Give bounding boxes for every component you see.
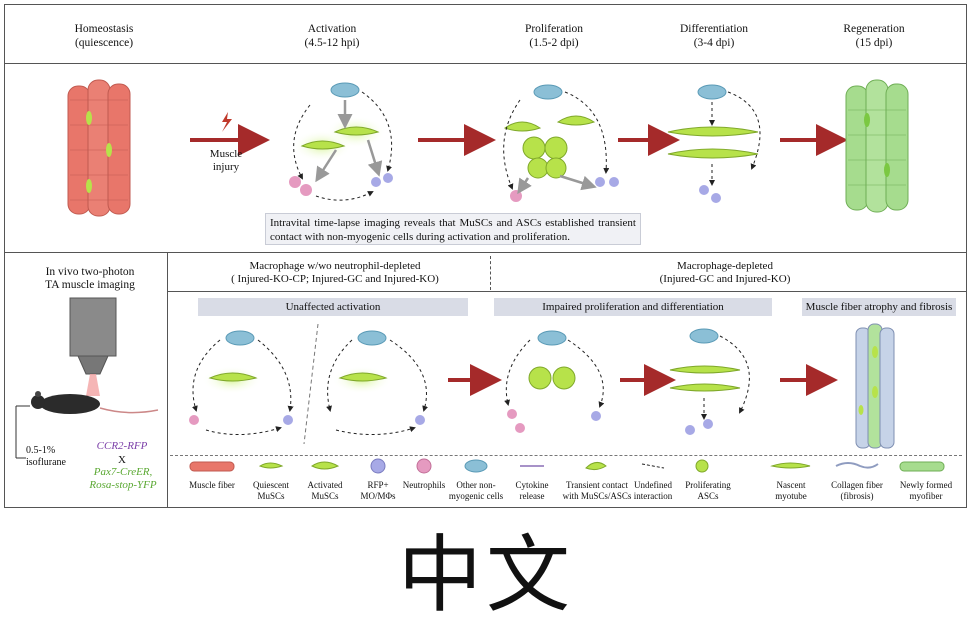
legend-label: Transient contact with MuSCs/ASCs [562, 480, 632, 501]
stage-time: (3-4 dpi) [693, 37, 735, 49]
fibrotic-muscle-bundle [855, 323, 895, 449]
banner-impaired-proliferation: Impaired proliferation and differentiati… [494, 298, 772, 316]
middle-divider [4, 252, 967, 253]
stage-name: Regeneration [843, 23, 905, 35]
panel-dashed-divider [303, 323, 319, 445]
figure-frame [4, 4, 967, 508]
group-divider [167, 291, 967, 292]
mouse-icon [40, 394, 100, 414]
legend-nascent-myotube-icon [770, 462, 811, 469]
bottom-left-title: In vivo two-photon TA muscle imaging [45, 266, 135, 291]
stage-regeneration: Regeneration (15 dpi) [814, 22, 934, 50]
genotype-ccr2: CCR2-RFP [96, 440, 148, 452]
group-dashed-separator [490, 256, 491, 290]
legend-label: Muscle fiber [189, 480, 235, 490]
legend-label: Newly formed myofiber [899, 480, 953, 501]
stage-proliferation: Proliferation (1.5-2 dpi) [494, 22, 614, 50]
stage-activation: Activation (4.5-12 hpi) [272, 22, 392, 50]
differentiation-cluster [667, 84, 761, 203]
legend-transient-contact-icon [585, 462, 607, 471]
activation-cluster-a [189, 330, 294, 436]
legend-label: Quiescent MuSCs [253, 480, 289, 501]
banner-unaffected-activation: Unaffected activation [198, 298, 468, 316]
legend-collagen-fiber-icon [835, 462, 879, 469]
genotype-cross: X [118, 454, 126, 466]
legend-label: Undefined interaction [633, 480, 673, 501]
legend-muscle-fiber-icon [189, 461, 235, 472]
stage-differentiation: Differentiation (3-4 dpi) [654, 22, 774, 50]
isoflurane-label: 0.5-1% isoflurane [26, 445, 66, 468]
legend-neutrophil-icon [416, 458, 432, 474]
legend-quiescent-musc-icon [258, 462, 284, 469]
bottom-left-divider [167, 252, 168, 508]
muscle-bundle-green [845, 79, 909, 213]
legend-new-myofiber-icon [899, 461, 945, 472]
stage-name: Activation [307, 23, 357, 35]
muscle-bundle-red [67, 79, 131, 217]
proliferation-cluster [503, 84, 619, 202]
legend-proliferating-asc-icon [695, 459, 709, 473]
differentiation-cluster-impaired [669, 328, 750, 435]
injury-label: Muscle injury [209, 148, 243, 173]
stage-time: (15 dpi) [855, 37, 893, 49]
legend-label: Neutrophils [402, 480, 446, 490]
proliferation-cluster-impaired [504, 330, 605, 433]
stage-name: Homeostasis [74, 23, 134, 35]
legend-undefined-interaction-icon [641, 463, 665, 469]
genotype-pax7: Pax7-CreER, Rosa-stop-YFP [89, 466, 157, 491]
activation-cluster [289, 82, 393, 201]
legend-label: Collagen fiber (fibrosis) [831, 480, 883, 501]
legend-activated-musc-icon [311, 461, 340, 470]
legend-dashed-separator [170, 455, 962, 456]
legend-label: RFP+ MO/MΦs [360, 480, 396, 501]
legend-label: Other non- myogenic cells [448, 480, 504, 501]
group-label-2: Macrophage-depleted (Injured-GC and Inju… [659, 260, 791, 285]
legend-other-cell-icon [464, 459, 488, 473]
stage-name: Differentiation [679, 23, 749, 35]
stage-time: (4.5-12 hpi) [304, 37, 360, 49]
legend-label: Proliferating ASCs [685, 480, 731, 501]
stage-homeostasis: Homeostasis (quiescence) [44, 22, 164, 50]
intravital-note: Intravital time-lapse imaging reveals th… [265, 213, 641, 245]
group-label-1: Macrophage w/wo neutrophil-depleted ( In… [231, 260, 439, 285]
activation-cluster-b [326, 330, 429, 436]
stage-time: (1.5-2 dpi) [529, 37, 579, 49]
legend-label: Cytokine release [515, 480, 549, 501]
legend-label: Nascent myotube [775, 480, 807, 501]
legend-label: Activated MuSCs [307, 480, 343, 501]
lightning-icon [222, 112, 232, 132]
footer-text: 中文 [397, 526, 574, 624]
two-photon-setup [15, 297, 159, 459]
banner-atrophy-fibrosis: Muscle fiber atrophy and fibrosis [802, 298, 956, 316]
stage-name: Proliferation [524, 23, 584, 35]
header-divider [4, 63, 967, 64]
legend-macrophage-icon [370, 458, 386, 474]
stage-time: (quiescence) [74, 37, 134, 49]
